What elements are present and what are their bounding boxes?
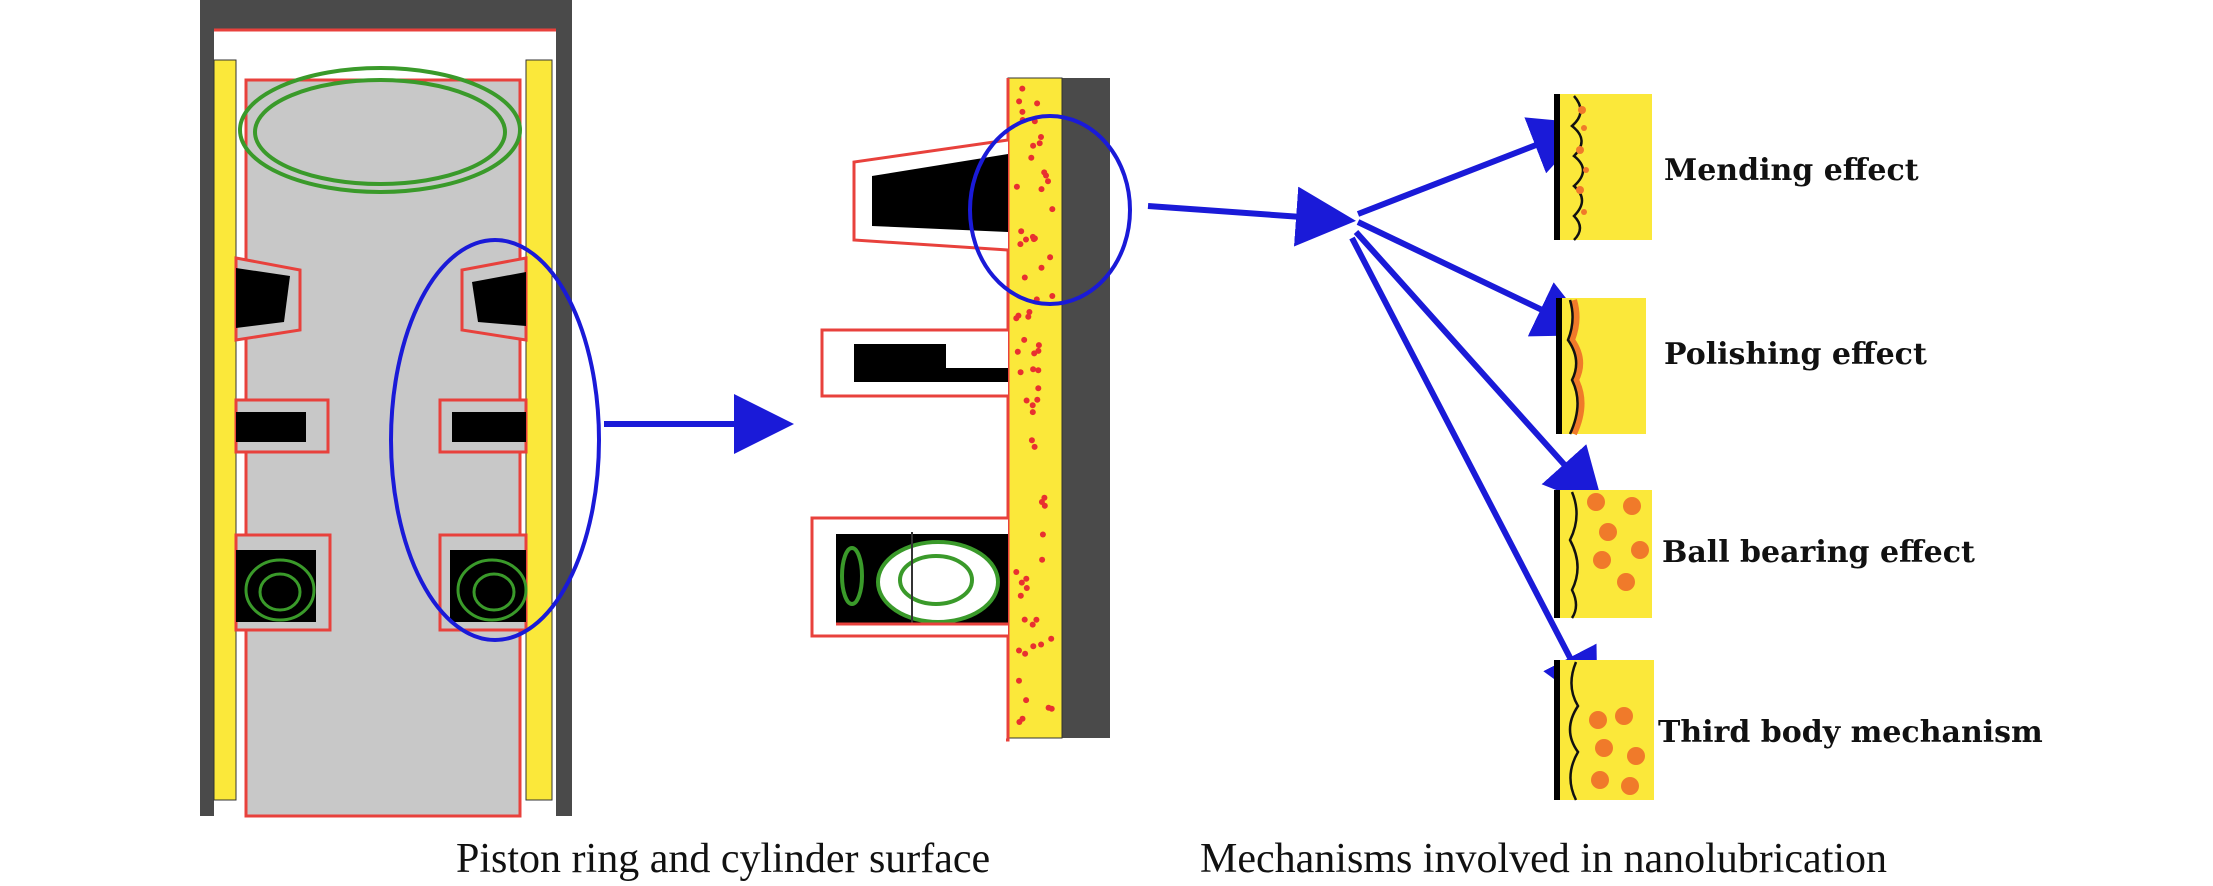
lubricant-film-right (525, 59, 553, 801)
zoomed-ring-section (810, 77, 1110, 742)
nanoparticle-dot (1030, 643, 1037, 650)
nanoparticle-dot (1029, 409, 1036, 416)
mechanism-arrows (1349, 117, 1605, 711)
nanoparticle-dot (1048, 635, 1055, 642)
nanoparticle-dot (1023, 585, 1030, 591)
zoom-cylinder-wall (1060, 78, 1110, 738)
cylinder-wall-left (200, 0, 214, 816)
nanoparticle-dot (1035, 385, 1042, 392)
nanoparticle-dot (1017, 592, 1024, 599)
mechanism-label-ball-bearing: Ball bearing effect (1662, 535, 1975, 570)
cylinder-wall-top (200, 0, 570, 30)
nanoparticle-dot (1039, 531, 1046, 538)
nanoparticle-dot (1029, 402, 1036, 409)
nanoparticle-dot (1049, 206, 1056, 213)
nanoparticle-dot (1035, 342, 1042, 349)
nanoparticle-dot (1017, 241, 1024, 248)
nanoparticle-dot (1023, 697, 1030, 704)
lubricant-film-left (213, 59, 237, 801)
caption-nanolubrication: Mechanisms involved in nanolubrication (1200, 836, 1887, 882)
mechanism-panel-mending (1554, 94, 1652, 241)
top-gasket-ring (238, 66, 522, 194)
nanoparticle-dot (1016, 647, 1022, 654)
right-ring-grooves (438, 256, 528, 632)
nanoparticle-dot (1019, 108, 1026, 115)
nanoparticle-dot (1018, 228, 1025, 235)
zoom-focus-ellipse-2 (968, 114, 1132, 306)
nanoparticle-dot (1035, 367, 1042, 374)
nanoparticle-dot (1021, 616, 1028, 623)
nanoparticle-dot (1038, 134, 1044, 140)
mechanism-label-mending: Mending effect (1664, 153, 1919, 188)
nanoparticle-dot (1023, 397, 1030, 404)
nanoparticle-dot (1041, 494, 1048, 501)
nanoparticle-dot (1018, 579, 1025, 586)
nanoparticle-dot (1045, 704, 1052, 711)
nanoparticle-dot (1034, 100, 1041, 107)
nanoparticle-dot (1026, 309, 1033, 315)
nanoparticle-dot (1019, 85, 1026, 92)
nanoparticle-dot (1016, 719, 1023, 725)
nanoparticle-dot (1038, 264, 1045, 271)
nanoparticle-dot (1021, 274, 1028, 281)
piston-cylinder-assembly (200, 0, 601, 818)
nanoparticle-dot (1013, 183, 1020, 190)
nanoparticle-dot (1031, 350, 1038, 357)
left-ring-grooves (234, 256, 332, 632)
mechanism-panel-ball-bearing (1554, 490, 1652, 619)
nanoparticle-dot (1030, 366, 1037, 373)
mechanism-label-polishing: Polishing effect (1664, 337, 1927, 372)
nanoparticle-dot (1045, 178, 1051, 185)
nanoparticle-dot (1022, 650, 1029, 657)
nanoparticle-dot (1030, 142, 1037, 149)
mechanism-panel-polishing (1556, 298, 1646, 436)
nanoparticle-dot (1034, 396, 1041, 403)
nanoparticle-dot (1016, 98, 1023, 105)
nanoparticle-dot (1029, 621, 1036, 628)
nanoparticle-dot (1028, 154, 1035, 161)
mechanism-label-third-body: Third body mechanism (1658, 715, 2043, 750)
nanoparticle-dot (1015, 312, 1022, 319)
nanoparticle-dot (1038, 641, 1045, 648)
nanoparticle-dot (1033, 616, 1040, 623)
nanoparticle-dot (1017, 369, 1024, 376)
arrow-to-mechanisms (1147, 186, 1356, 247)
cylinder-wall-right (556, 0, 572, 816)
zoom-focus-ellipse (389, 238, 601, 642)
nanoparticle-dot (1023, 575, 1030, 582)
nanoparticle-dot (1030, 236, 1037, 243)
nanoparticle-dot (1043, 172, 1049, 179)
nanoparticle-dot (1049, 293, 1056, 299)
nanoparticle-dot (1028, 437, 1035, 444)
nanoparticle-dot (1039, 556, 1046, 563)
caption-piston-ring: Piston ring and cylinder surface (456, 836, 990, 882)
nanoparticle-dot (1025, 313, 1032, 320)
nanoparticle-dot (1014, 348, 1021, 355)
mechanism-panel-third-body (1554, 660, 1654, 801)
nanoparticle-dot (1038, 186, 1045, 193)
nanoparticle-dot (1023, 236, 1029, 243)
nanoparticle-dot (1031, 443, 1038, 450)
nanoparticle-dot (1021, 336, 1028, 343)
nanoparticle-dot (1013, 569, 1020, 575)
nanoparticle-dot (1047, 254, 1054, 261)
nanoparticle-dot (1016, 677, 1022, 684)
nanoparticle-dot (1036, 140, 1043, 147)
